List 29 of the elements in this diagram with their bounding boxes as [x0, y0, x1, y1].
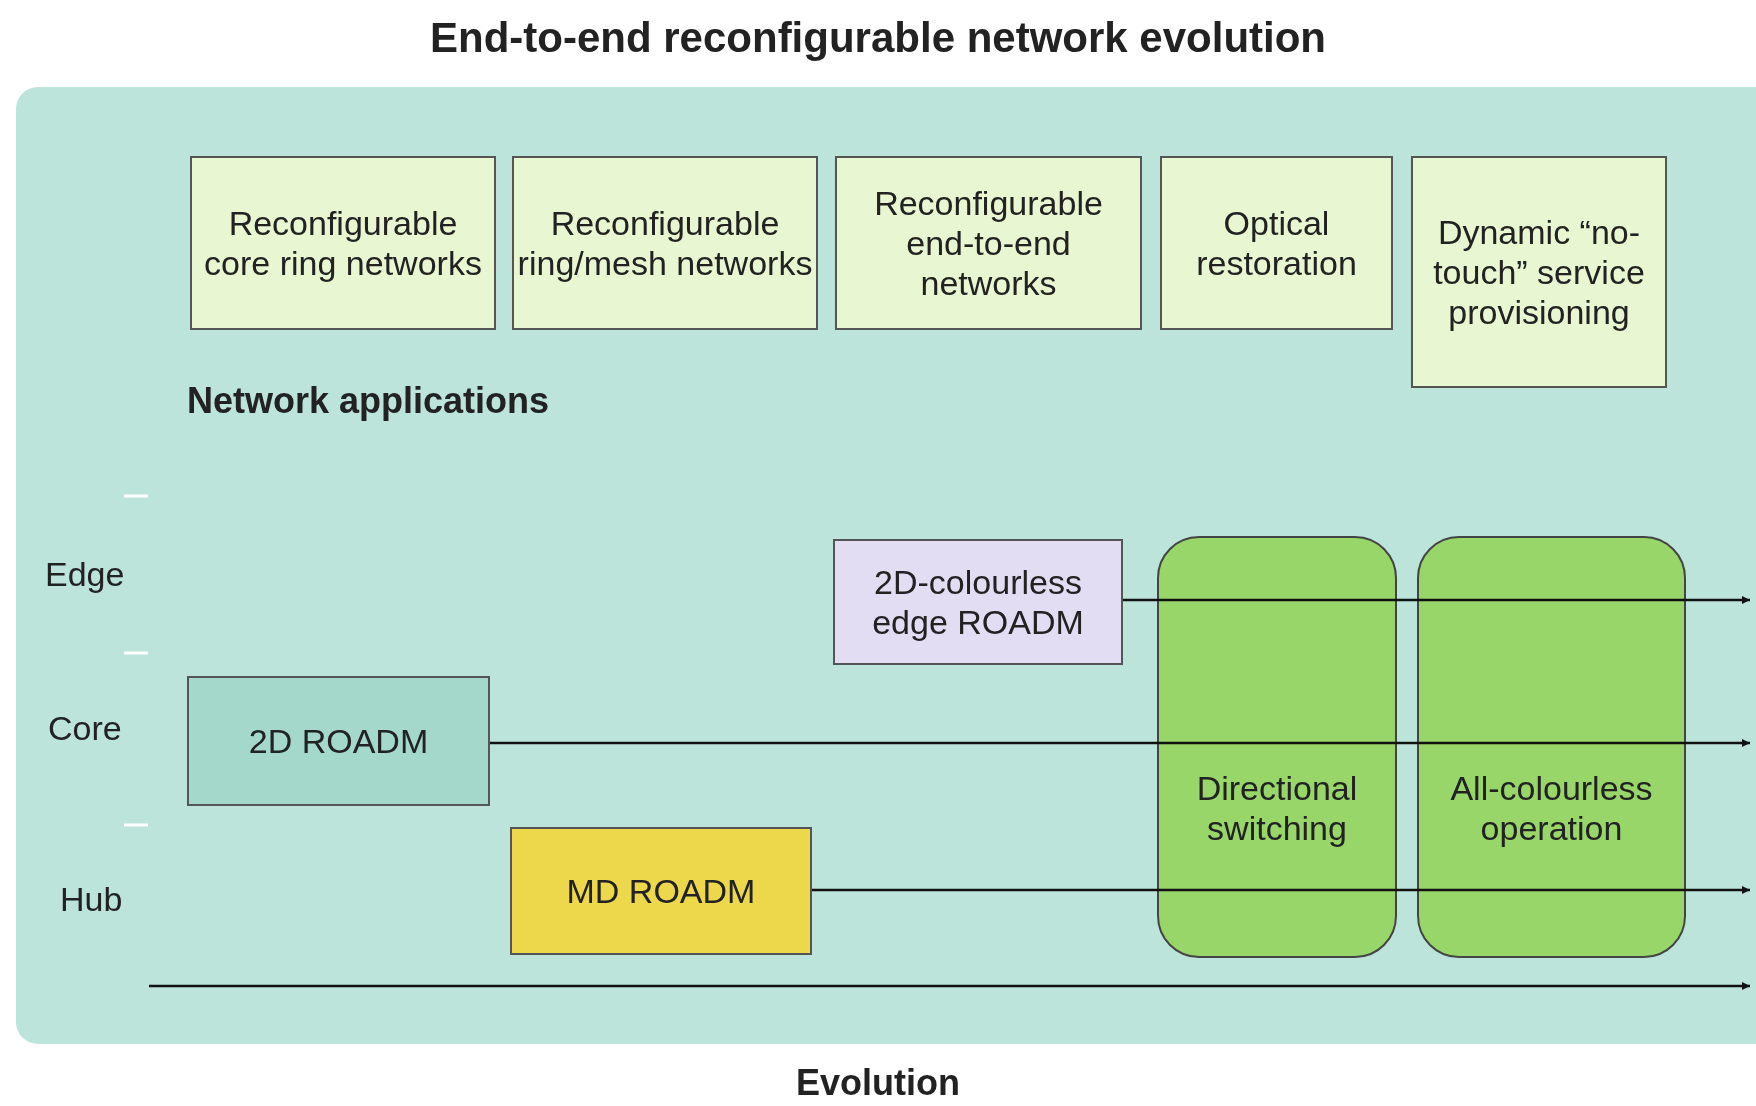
- roadm-box: [510, 827, 812, 955]
- box-label: Reconfigurable end-to-end networks: [873, 182, 1104, 304]
- box-label: 2D-colourless edge ROADM: [871, 561, 1085, 643]
- application-box: [190, 156, 496, 330]
- box-label: Dynamic “no-touch” service provisioning: [1432, 211, 1646, 333]
- box-label: All-colourless operation: [1449, 768, 1654, 849]
- axis-label: Edge: [45, 555, 125, 594]
- axis-label: Hub: [60, 880, 123, 919]
- application-box: [835, 156, 1142, 330]
- arrow: [490, 739, 1750, 747]
- arrow: [812, 886, 1750, 894]
- axis-label: Core: [48, 709, 122, 748]
- application-box: [1160, 156, 1393, 330]
- capability-band: [1417, 536, 1686, 958]
- box-label: Reconfigurable core ring networks: [203, 202, 483, 284]
- application-box: [1411, 156, 1667, 388]
- axis-title: Evolution: [795, 1062, 961, 1104]
- application-box: [512, 156, 818, 330]
- roadm-box: [833, 539, 1123, 665]
- box-label: Reconfigurable ring/mesh networks: [516, 202, 814, 284]
- box-label: 2D ROADM: [248, 720, 429, 762]
- capability-band: [1157, 536, 1397, 958]
- section-heading: Network applications: [187, 380, 550, 422]
- diagram-title: End-to-end reconfigurable network evolution: [429, 14, 1327, 62]
- box-label: Directional switching: [1195, 768, 1359, 849]
- box-label: MD ROADM: [566, 870, 756, 912]
- arrow: [1123, 596, 1750, 604]
- box-label: Optical restoration: [1195, 202, 1358, 284]
- roadm-box: [187, 676, 490, 806]
